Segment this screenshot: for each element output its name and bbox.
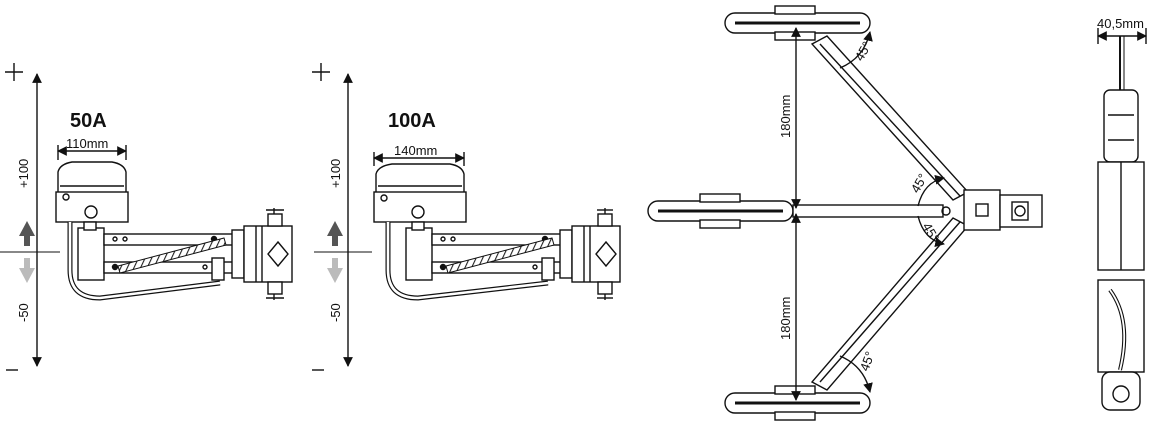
down-travel-label: -50	[16, 303, 31, 322]
up-travel-label: +100	[328, 159, 343, 188]
upper-span-label: 180mm	[778, 95, 793, 138]
view-100a	[312, 63, 621, 371]
lower-diagonal-arm	[810, 217, 970, 391]
motor-housing	[55, 161, 129, 223]
collector-shoe-bottom	[724, 385, 871, 421]
top-view	[647, 5, 1043, 421]
view-50a	[0, 63, 293, 371]
collector-shoe-middle	[647, 193, 794, 229]
angle-label: 45°	[852, 39, 875, 64]
angle-arc-center-upper	[917, 174, 945, 207]
base-module	[1101, 371, 1141, 411]
up-travel-label: +100	[16, 159, 31, 188]
arrow-down-icon	[327, 258, 343, 283]
upper-module	[1103, 89, 1139, 163]
angle-label: 45°	[908, 171, 931, 196]
angle-arc-top	[839, 31, 873, 69]
left-clamp	[405, 227, 433, 281]
side-width-label: 40,5mm	[1097, 16, 1144, 31]
arrow-down-icon	[19, 258, 35, 283]
angle-arc-bottom	[839, 355, 873, 393]
spring	[117, 237, 227, 274]
angle-label: 45°	[857, 349, 878, 373]
contact-head	[231, 208, 293, 300]
head-block	[941, 189, 1043, 231]
plus-mark	[5, 63, 23, 81]
motor-housing	[373, 163, 467, 223]
view-title: 50A	[70, 110, 107, 132]
plus-mark	[312, 63, 330, 81]
view-title: 100A	[388, 110, 436, 132]
down-travel-label: -50	[328, 303, 343, 322]
upper-diagonal-arm	[810, 35, 970, 201]
left-clamp	[77, 227, 105, 281]
contact-head	[559, 208, 621, 300]
center-arm	[792, 204, 944, 218]
lower-span-label: 180mm	[778, 297, 793, 340]
angle-arc-center-lower	[917, 215, 945, 248]
arrow-up-icon	[327, 221, 343, 246]
side-view	[1097, 28, 1147, 411]
width-dimension-label: 140mm	[394, 143, 437, 158]
width-dimension-label: 110mm	[66, 136, 108, 151]
spring	[445, 237, 555, 274]
collector-shoe-top	[724, 5, 871, 41]
arrow-up-icon	[19, 221, 35, 246]
